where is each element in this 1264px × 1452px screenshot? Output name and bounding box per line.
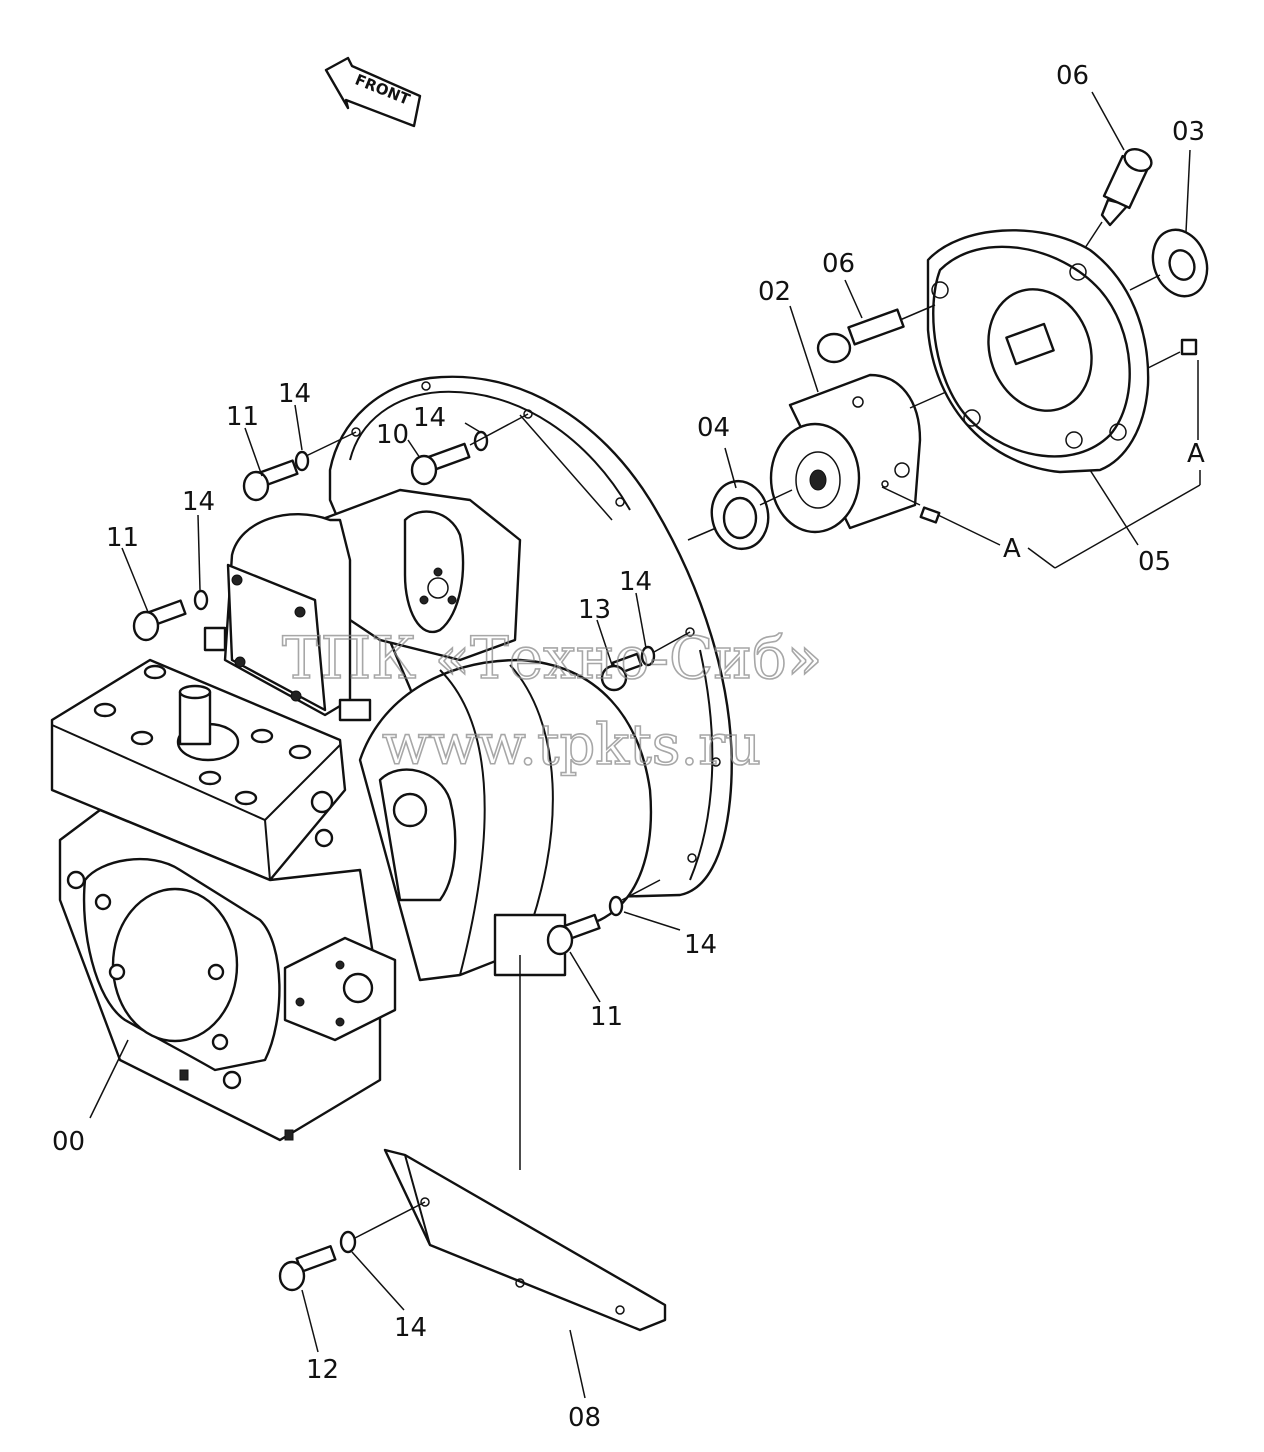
bolt-13 [600, 652, 643, 692]
coupling-hub [769, 373, 922, 534]
pump-cylinder-body [358, 658, 653, 982]
callout-04: 04 [697, 413, 730, 443]
socket-bolt-06-top [1100, 147, 1153, 227]
manifold-block [50, 658, 347, 882]
callout-11-top: 11 [226, 402, 259, 432]
callout-13: 13 [578, 595, 611, 625]
callout-10: 10 [376, 420, 409, 450]
dowel-pin [919, 506, 941, 524]
bolt-12 [278, 1245, 337, 1292]
callout-14-top: 14 [278, 379, 311, 409]
watermark-url: www.tpkts.ru [382, 713, 761, 778]
watermark-company: ТПК «Техно-Сиб» [282, 624, 822, 692]
bolt-11-bottom [546, 913, 601, 956]
callout-05: 05 [1138, 547, 1171, 577]
callout-06-top: 06 [1056, 61, 1089, 91]
callout-14-right: 14 [619, 567, 652, 597]
bolt-11-left [132, 599, 187, 642]
callout-11-bottom: 11 [590, 1002, 623, 1032]
seal-cap-03 [1151, 228, 1209, 298]
bolt-11-top [242, 459, 299, 502]
seal-cap-04 [710, 479, 770, 551]
callout-12: 12 [306, 1355, 339, 1385]
callout-labels: 06 03 06 02 04 A A 05 14 11 10 14 14 11 … [52, 61, 1205, 1433]
callout-08: 08 [568, 1403, 601, 1433]
callout-14-bottom: 14 [394, 1313, 427, 1343]
bracket-plate [383, 1148, 667, 1332]
assembly-lines [305, 221, 1181, 1239]
callout-06-mid: 06 [822, 249, 855, 279]
callout-leaders [89, 91, 1201, 1399]
callout-03: 03 [1172, 117, 1205, 147]
callout-a-bottom: A [1003, 534, 1021, 564]
washer-14 [193, 430, 656, 1254]
solenoid-valve [203, 513, 372, 722]
front-arrow-icon: FRONT [324, 56, 422, 128]
callout-14-rightbottom: 14 [684, 930, 717, 960]
socket-bolt-06-mid [816, 308, 905, 364]
bolt-10 [410, 442, 471, 486]
callout-00: 00 [52, 1127, 85, 1157]
pump-main-section [58, 808, 397, 1142]
callout-14-mid: 14 [413, 403, 446, 433]
regulator-block [318, 488, 522, 662]
callout-02: 02 [758, 277, 791, 307]
callout-11-left: 11 [106, 523, 139, 553]
coupling-flange [926, 229, 1198, 474]
callout-14-left: 14 [182, 487, 215, 517]
callout-a-right: A [1187, 439, 1205, 469]
watermark: ТПК «Техно-Сиб» www.tpkts.ru [281, 623, 823, 779]
